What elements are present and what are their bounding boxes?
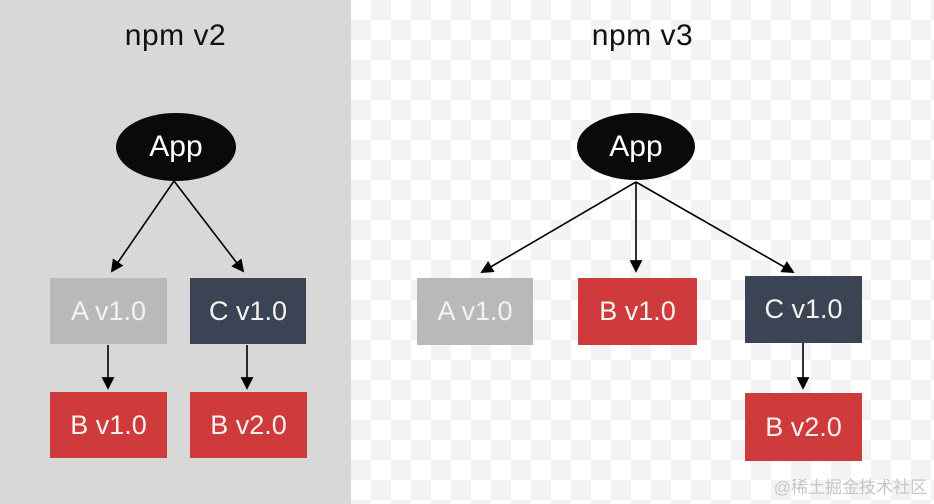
node-v3-b-v2: B v2.0 (745, 393, 862, 461)
node-v3-b-v1: B v1.0 (578, 278, 697, 345)
node-v3-app: App (577, 113, 695, 180)
node-v2-app: App (116, 113, 236, 181)
node-v2-b-v1: B v1.0 (50, 392, 167, 458)
watermark: @稀土掘金技术社区 (773, 478, 927, 497)
node-v2-c-v1: C v1.0 (190, 278, 306, 344)
panel-title-npm-v2: npm v2 (124, 19, 227, 52)
node-v2-a-v1: A v1.0 (50, 278, 167, 344)
panel-title-npm-v3: npm v3 (591, 19, 694, 52)
node-v2-b-v2: B v2.0 (190, 392, 307, 458)
node-v3-a-v1: A v1.0 (417, 278, 533, 345)
node-v3-c-v1: C v1.0 (745, 276, 862, 343)
